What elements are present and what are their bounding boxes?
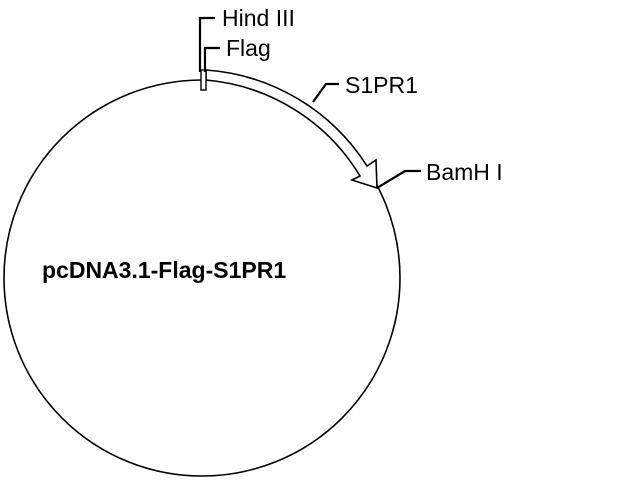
s1pr1-label: S1PR1 — [345, 72, 418, 98]
hind3-site: Hind III — [198, 5, 295, 72]
flag-tag-box — [200, 69, 207, 91]
flag-label: Flag — [226, 35, 271, 61]
bamh1-site: BamH I — [376, 159, 503, 189]
bamh1-label: BamH I — [426, 159, 503, 185]
hind3-label: Hind III — [222, 5, 295, 31]
flag-site: Flag — [203, 35, 271, 72]
s1pr1-site: S1PR1 — [312, 72, 418, 103]
plasmid-name: pcDNA3.1-Flag-S1PR1 — [42, 257, 286, 283]
